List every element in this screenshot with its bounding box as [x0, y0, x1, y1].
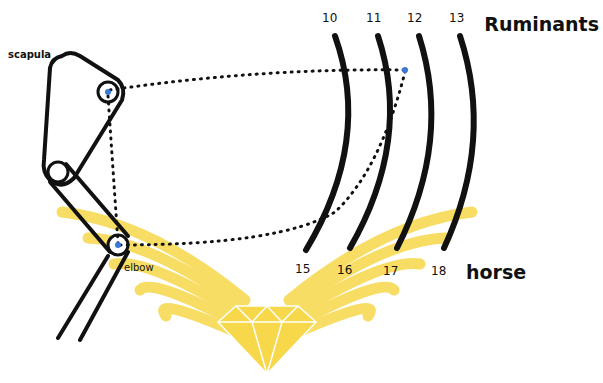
landmark-dot [115, 242, 121, 248]
part-label: scapula [8, 49, 51, 60]
joint-circle [48, 162, 68, 182]
part-label: elbow [124, 262, 154, 273]
rib-number: 15 [295, 263, 310, 276]
shoulder-joint [98, 82, 118, 102]
rib [350, 36, 390, 248]
species-label: horse [466, 262, 526, 283]
landmark-dot [402, 67, 408, 73]
rib [306, 36, 348, 250]
rib-number: 12 [407, 12, 422, 25]
watermark-diamond [218, 306, 316, 374]
rib-number: 11 [366, 12, 381, 25]
forearm [80, 252, 128, 340]
rib-number: 18 [431, 265, 446, 278]
dotted-line [120, 72, 405, 245]
rib [397, 36, 431, 248]
landmark-dot [105, 89, 111, 95]
forearm [58, 256, 108, 338]
rib-number: 17 [383, 265, 398, 278]
dotted-line [108, 96, 118, 243]
rib-number: 13 [449, 12, 464, 25]
rib-number: 16 [337, 264, 352, 277]
diamond-facets [218, 306, 316, 374]
rib-number: 10 [322, 12, 337, 25]
rib [444, 36, 474, 248]
dotted-line [110, 70, 405, 90]
species-label: Ruminants [484, 14, 599, 35]
humerus [66, 164, 128, 236]
scapula-outline [44, 53, 124, 185]
humerus [50, 182, 110, 252]
